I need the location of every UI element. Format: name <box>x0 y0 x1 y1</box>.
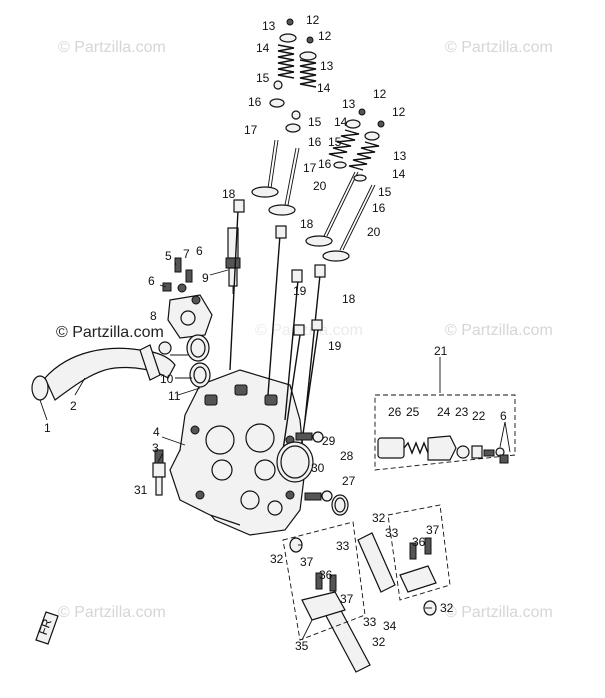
callout: 17 <box>244 123 258 137</box>
callout: 37 <box>426 523 440 537</box>
callout: 34 <box>383 619 397 633</box>
callout: 13 <box>262 19 276 33</box>
assembly-box <box>387 504 451 601</box>
callout: 16 <box>372 201 386 215</box>
thermostat-housing <box>167 283 213 339</box>
callout: 18 <box>342 292 356 306</box>
valve-springs <box>269 18 317 133</box>
callout: 13 <box>342 97 356 111</box>
callout: 27 <box>342 474 356 488</box>
callout: 21 <box>434 344 448 358</box>
callout: 26 <box>388 405 402 419</box>
valves <box>251 139 300 216</box>
callout: 17 <box>303 161 317 175</box>
valve-springs <box>328 108 385 182</box>
svg-text:FR: FR <box>36 617 55 637</box>
callout: 3 <box>152 441 159 455</box>
callout: 25 <box>406 405 420 419</box>
temperature-sensor <box>152 449 166 496</box>
callout: 32 <box>372 635 386 649</box>
callout: 12 <box>318 29 332 43</box>
spark-plug <box>225 227 241 294</box>
callout: 19 <box>293 284 307 298</box>
assembly-box <box>282 521 366 641</box>
watermark: © Partzilla.com <box>445 39 553 56</box>
nut <box>162 282 172 292</box>
callout: 6 <box>196 244 203 258</box>
callout: 13 <box>320 59 334 73</box>
leader-lines <box>39 261 511 641</box>
callout: 19 <box>328 339 342 353</box>
callout: 20 <box>367 225 381 239</box>
watermark: © Partzilla.com <box>56 324 164 341</box>
callout: 10 <box>160 372 174 386</box>
callout: 33 <box>336 539 350 553</box>
callout: 6 <box>500 409 507 423</box>
callout: 8 <box>150 309 157 323</box>
callout: 30 <box>311 461 325 475</box>
watermark: © Partzilla.com <box>445 322 553 339</box>
assembly-box <box>374 394 516 471</box>
callout: 33 <box>385 526 399 540</box>
callout: 15 <box>328 135 342 149</box>
callout: 36 <box>319 568 333 582</box>
callout: 33 <box>363 615 377 629</box>
callout: 20 <box>313 179 327 193</box>
bolt <box>174 257 182 273</box>
callout: 15 <box>256 71 270 85</box>
callout: 32 <box>372 511 386 525</box>
callout: 28 <box>340 449 354 463</box>
callout: 22 <box>472 409 486 423</box>
callout: 14 <box>392 167 406 181</box>
callout: 37 <box>340 592 354 606</box>
callout: 2 <box>70 399 77 413</box>
watermark: © Partzilla.com <box>255 322 363 339</box>
callout: 14 <box>334 115 348 129</box>
valves <box>305 171 376 262</box>
rocker-arms <box>289 537 437 621</box>
plug <box>304 492 322 501</box>
callout: 23 <box>455 405 469 419</box>
callout: 4 <box>153 425 160 439</box>
callout: 24 <box>437 405 451 419</box>
watermark: © Partzilla.com <box>58 604 166 621</box>
cylinder-head <box>169 369 306 536</box>
callout: 12 <box>392 105 406 119</box>
callout: 15 <box>378 185 392 199</box>
callout: 13 <box>393 149 407 163</box>
watermark: © Partzilla.com <box>58 39 166 56</box>
coolant-hose <box>31 341 176 401</box>
callout: 16 <box>318 157 332 171</box>
callout: 12 <box>373 87 387 101</box>
callout: 35 <box>295 639 309 653</box>
callouts: 1 2 3 4 5 6 6 6 7 8 9 10 11 12 12 12 12 … <box>44 13 507 653</box>
callout: 32 <box>440 601 454 615</box>
watermark: © Partzilla.com <box>445 604 553 621</box>
callout: 31 <box>134 483 148 497</box>
callout: 14 <box>256 41 270 55</box>
callout: 18 <box>300 217 314 231</box>
callout: 14 <box>317 81 331 95</box>
callout: 5 <box>165 249 172 263</box>
callout: 9 <box>202 271 209 285</box>
callout: 15 <box>308 115 322 129</box>
callout: 16 <box>248 95 262 109</box>
callout: 7 <box>183 247 190 261</box>
callout: 11 <box>168 389 181 403</box>
callout: 36 <box>412 535 426 549</box>
callout: 16 <box>308 135 322 149</box>
callout: 32 <box>270 552 284 566</box>
fr-arrow-icon: FR <box>35 611 59 645</box>
callout: 29 <box>322 434 336 448</box>
callout: 6 <box>148 274 155 288</box>
plug <box>295 432 313 441</box>
chain-tensioner <box>377 435 509 464</box>
callout: 18 <box>222 187 236 201</box>
bolt <box>185 269 193 283</box>
callout: 37 <box>300 555 314 569</box>
callout: 12 <box>306 13 320 27</box>
callout: 1 <box>44 421 51 435</box>
